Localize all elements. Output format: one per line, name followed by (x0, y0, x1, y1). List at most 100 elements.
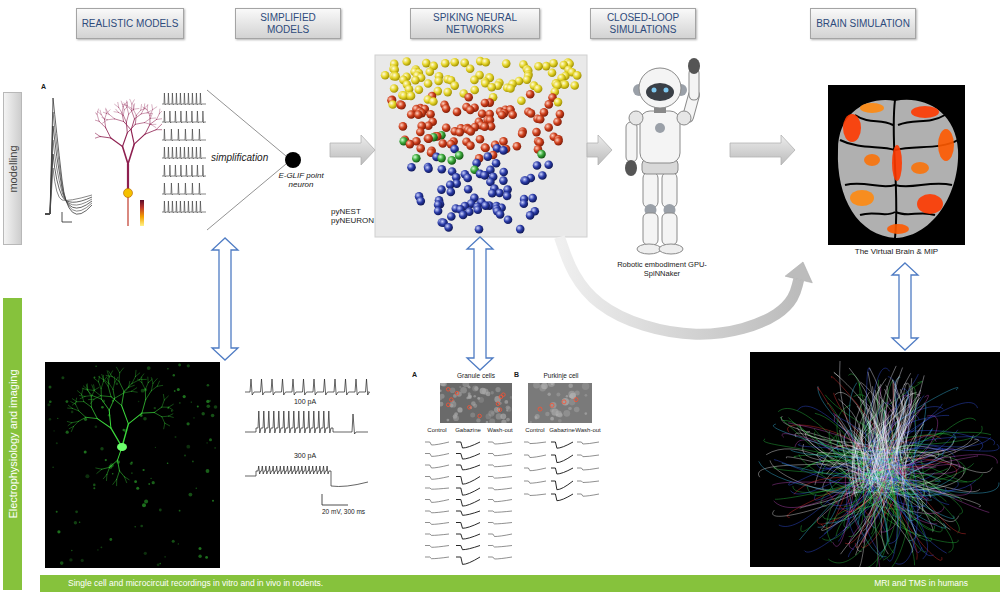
robot-shoulder (629, 111, 643, 125)
neuron-sphere (416, 144, 425, 153)
side-band: Electrophysiology and imaging (3, 298, 22, 590)
current-trace (456, 523, 480, 529)
robot-leg (662, 172, 677, 208)
fluorescent-dot (53, 430, 54, 431)
robot-foot (637, 244, 661, 254)
neuron-sphere (416, 128, 425, 137)
dendrite (111, 397, 122, 406)
dendrite (124, 122, 132, 130)
current-trace (425, 442, 449, 445)
scale-bar (62, 212, 72, 222)
dendrite (130, 99, 132, 104)
dendrite (101, 396, 112, 397)
dendrite (92, 396, 101, 400)
dendrite (111, 138, 123, 147)
robot-arm (626, 122, 637, 162)
column-label: Gabazine (452, 427, 484, 434)
activation-patch (911, 106, 939, 118)
dendrite (84, 402, 92, 408)
dendrite (150, 110, 153, 116)
cell-texture (495, 387, 500, 392)
fibre (773, 478, 873, 517)
dendrite (132, 111, 135, 119)
voltage-trace (45, 140, 92, 214)
dendrite (68, 405, 72, 408)
neuron-sphere (444, 223, 453, 232)
neuron-sphere (481, 171, 490, 180)
spike-train (162, 129, 206, 141)
neuron-sphere (480, 171, 489, 180)
activation-patch (892, 145, 902, 181)
dendrite (131, 130, 134, 144)
cell-texture (548, 393, 551, 396)
dendrite (103, 474, 107, 478)
current-trace (488, 511, 512, 512)
current-trace (551, 481, 573, 490)
neuron-sphere (402, 57, 411, 66)
voltage-trace (45, 168, 92, 214)
dendrite (110, 460, 118, 467)
activation-patch (843, 114, 861, 142)
neuron-sphere (537, 150, 546, 159)
dendrite (150, 120, 157, 125)
dendrite (72, 399, 77, 402)
neuron-sphere (542, 62, 551, 71)
fibre (902, 424, 923, 484)
dendrite (132, 100, 134, 104)
column-label: Control (519, 427, 551, 434)
flow-arrow (730, 135, 795, 165)
neuron-sphere (442, 104, 451, 113)
neuron-sphere (470, 76, 479, 85)
fluorescent-dot (49, 385, 52, 388)
neuron-sphere (506, 84, 515, 93)
fissure-lines (840, 100, 958, 238)
column-label: Wash-out (484, 427, 516, 434)
dendrite (142, 412, 154, 414)
dendrite (87, 384, 88, 390)
dendrite (128, 413, 142, 424)
current-traces (425, 442, 599, 564)
cell-texture (506, 405, 510, 409)
fluorescent-dot (212, 500, 214, 502)
robot-hand (688, 58, 700, 74)
fluorescent-dot (177, 388, 180, 391)
cell-texture (494, 407, 500, 413)
figure-caption: The Virtual Brain & MIP (828, 247, 965, 256)
current-trace (488, 465, 512, 467)
cell-texture (470, 413, 475, 418)
fibre (786, 457, 884, 479)
fluorescent-dot (206, 442, 207, 443)
fluorescent-dot (187, 422, 190, 425)
voltage-trace (245, 411, 368, 434)
dendrite (134, 134, 145, 144)
current-trace (456, 477, 480, 485)
scale-label: 20 mV, 300 ms (322, 508, 365, 515)
dendrite (69, 426, 73, 428)
fibre (877, 478, 938, 524)
recorded-cell (498, 408, 502, 412)
fluorescent-dot (178, 364, 181, 367)
dendrite (120, 471, 125, 477)
flow-arrow (587, 135, 612, 165)
dendrite (164, 423, 165, 429)
neuron-sphere (528, 194, 537, 203)
dendrite (107, 467, 110, 474)
tractography-fibres (758, 361, 999, 567)
neuron-sphere (412, 154, 421, 163)
cell-texture (533, 383, 540, 389)
dendrite (157, 114, 160, 120)
dendrite (91, 407, 97, 419)
dendrite (95, 387, 100, 390)
fibre (859, 436, 884, 487)
cell-texture (496, 413, 502, 419)
fluorescent-dot (130, 462, 133, 465)
current-trace (425, 557, 449, 559)
dendrite (100, 137, 111, 139)
footer-label: MRI and TMS in humans (874, 577, 968, 590)
dendrite (113, 382, 115, 389)
dendrite (126, 114, 128, 122)
dendrite (151, 386, 157, 391)
current-trace (524, 494, 546, 496)
cell-texture (459, 386, 461, 388)
